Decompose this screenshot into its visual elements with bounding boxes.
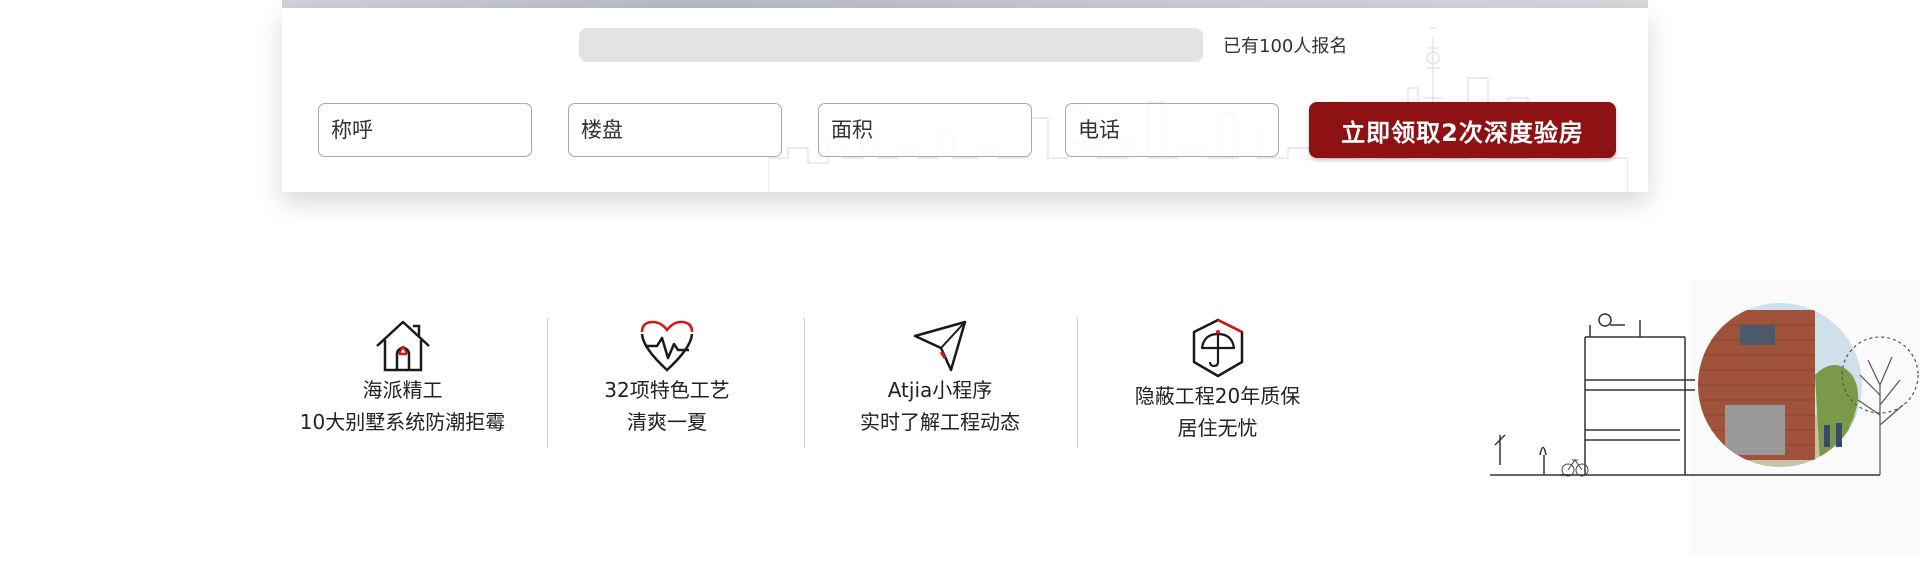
property-input[interactable] xyxy=(568,103,782,157)
paper-plane-icon xyxy=(913,320,967,372)
banner-image-strip xyxy=(282,0,1648,8)
feature-title: 隐蔽工程20年质保 xyxy=(1134,384,1301,408)
heartbeat-icon xyxy=(640,320,694,372)
umbrella-shield-icon xyxy=(1192,318,1243,378)
signup-card: 已有100人报名 立即领取2次深度验房 xyxy=(282,8,1648,192)
feature-title: Atjia小程序 xyxy=(887,378,993,402)
feature-title: 海派精工 xyxy=(362,378,443,402)
house-icon xyxy=(375,320,430,372)
signup-count: 已有100人报名 xyxy=(1223,36,1348,57)
feature-divider xyxy=(547,318,548,448)
feature-item-precision: 海派精工 10大别墅系统防潮拒霉 xyxy=(280,316,525,438)
phone-input[interactable] xyxy=(1065,103,1279,157)
feature-item-miniprogram: Atjia小程序 实时了解工程动态 xyxy=(835,318,1045,438)
feature-item-warranty: 隐蔽工程20年质保 居住无忧 xyxy=(1110,316,1325,444)
feature-subtitle: 实时了解工程动态 xyxy=(860,410,1020,434)
feature-subtitle: 10大别墅系统防潮拒霉 xyxy=(299,410,506,434)
feature-title: 32项特色工艺 xyxy=(604,378,730,402)
feature-item-craft: 32项特色工艺 清爽一夏 xyxy=(567,318,767,438)
name-input[interactable] xyxy=(318,103,532,157)
signup-progress-bar xyxy=(579,28,1203,62)
feature-subtitle: 居住无忧 xyxy=(1177,416,1258,440)
feature-divider xyxy=(1077,318,1078,448)
feature-divider xyxy=(804,318,805,448)
villa-sketch-illustration xyxy=(1490,280,1920,555)
feature-subtitle: 清爽一夏 xyxy=(627,410,707,434)
submit-inspection-button[interactable]: 立即领取2次深度验房 xyxy=(1309,102,1616,158)
area-input[interactable] xyxy=(818,103,1032,157)
